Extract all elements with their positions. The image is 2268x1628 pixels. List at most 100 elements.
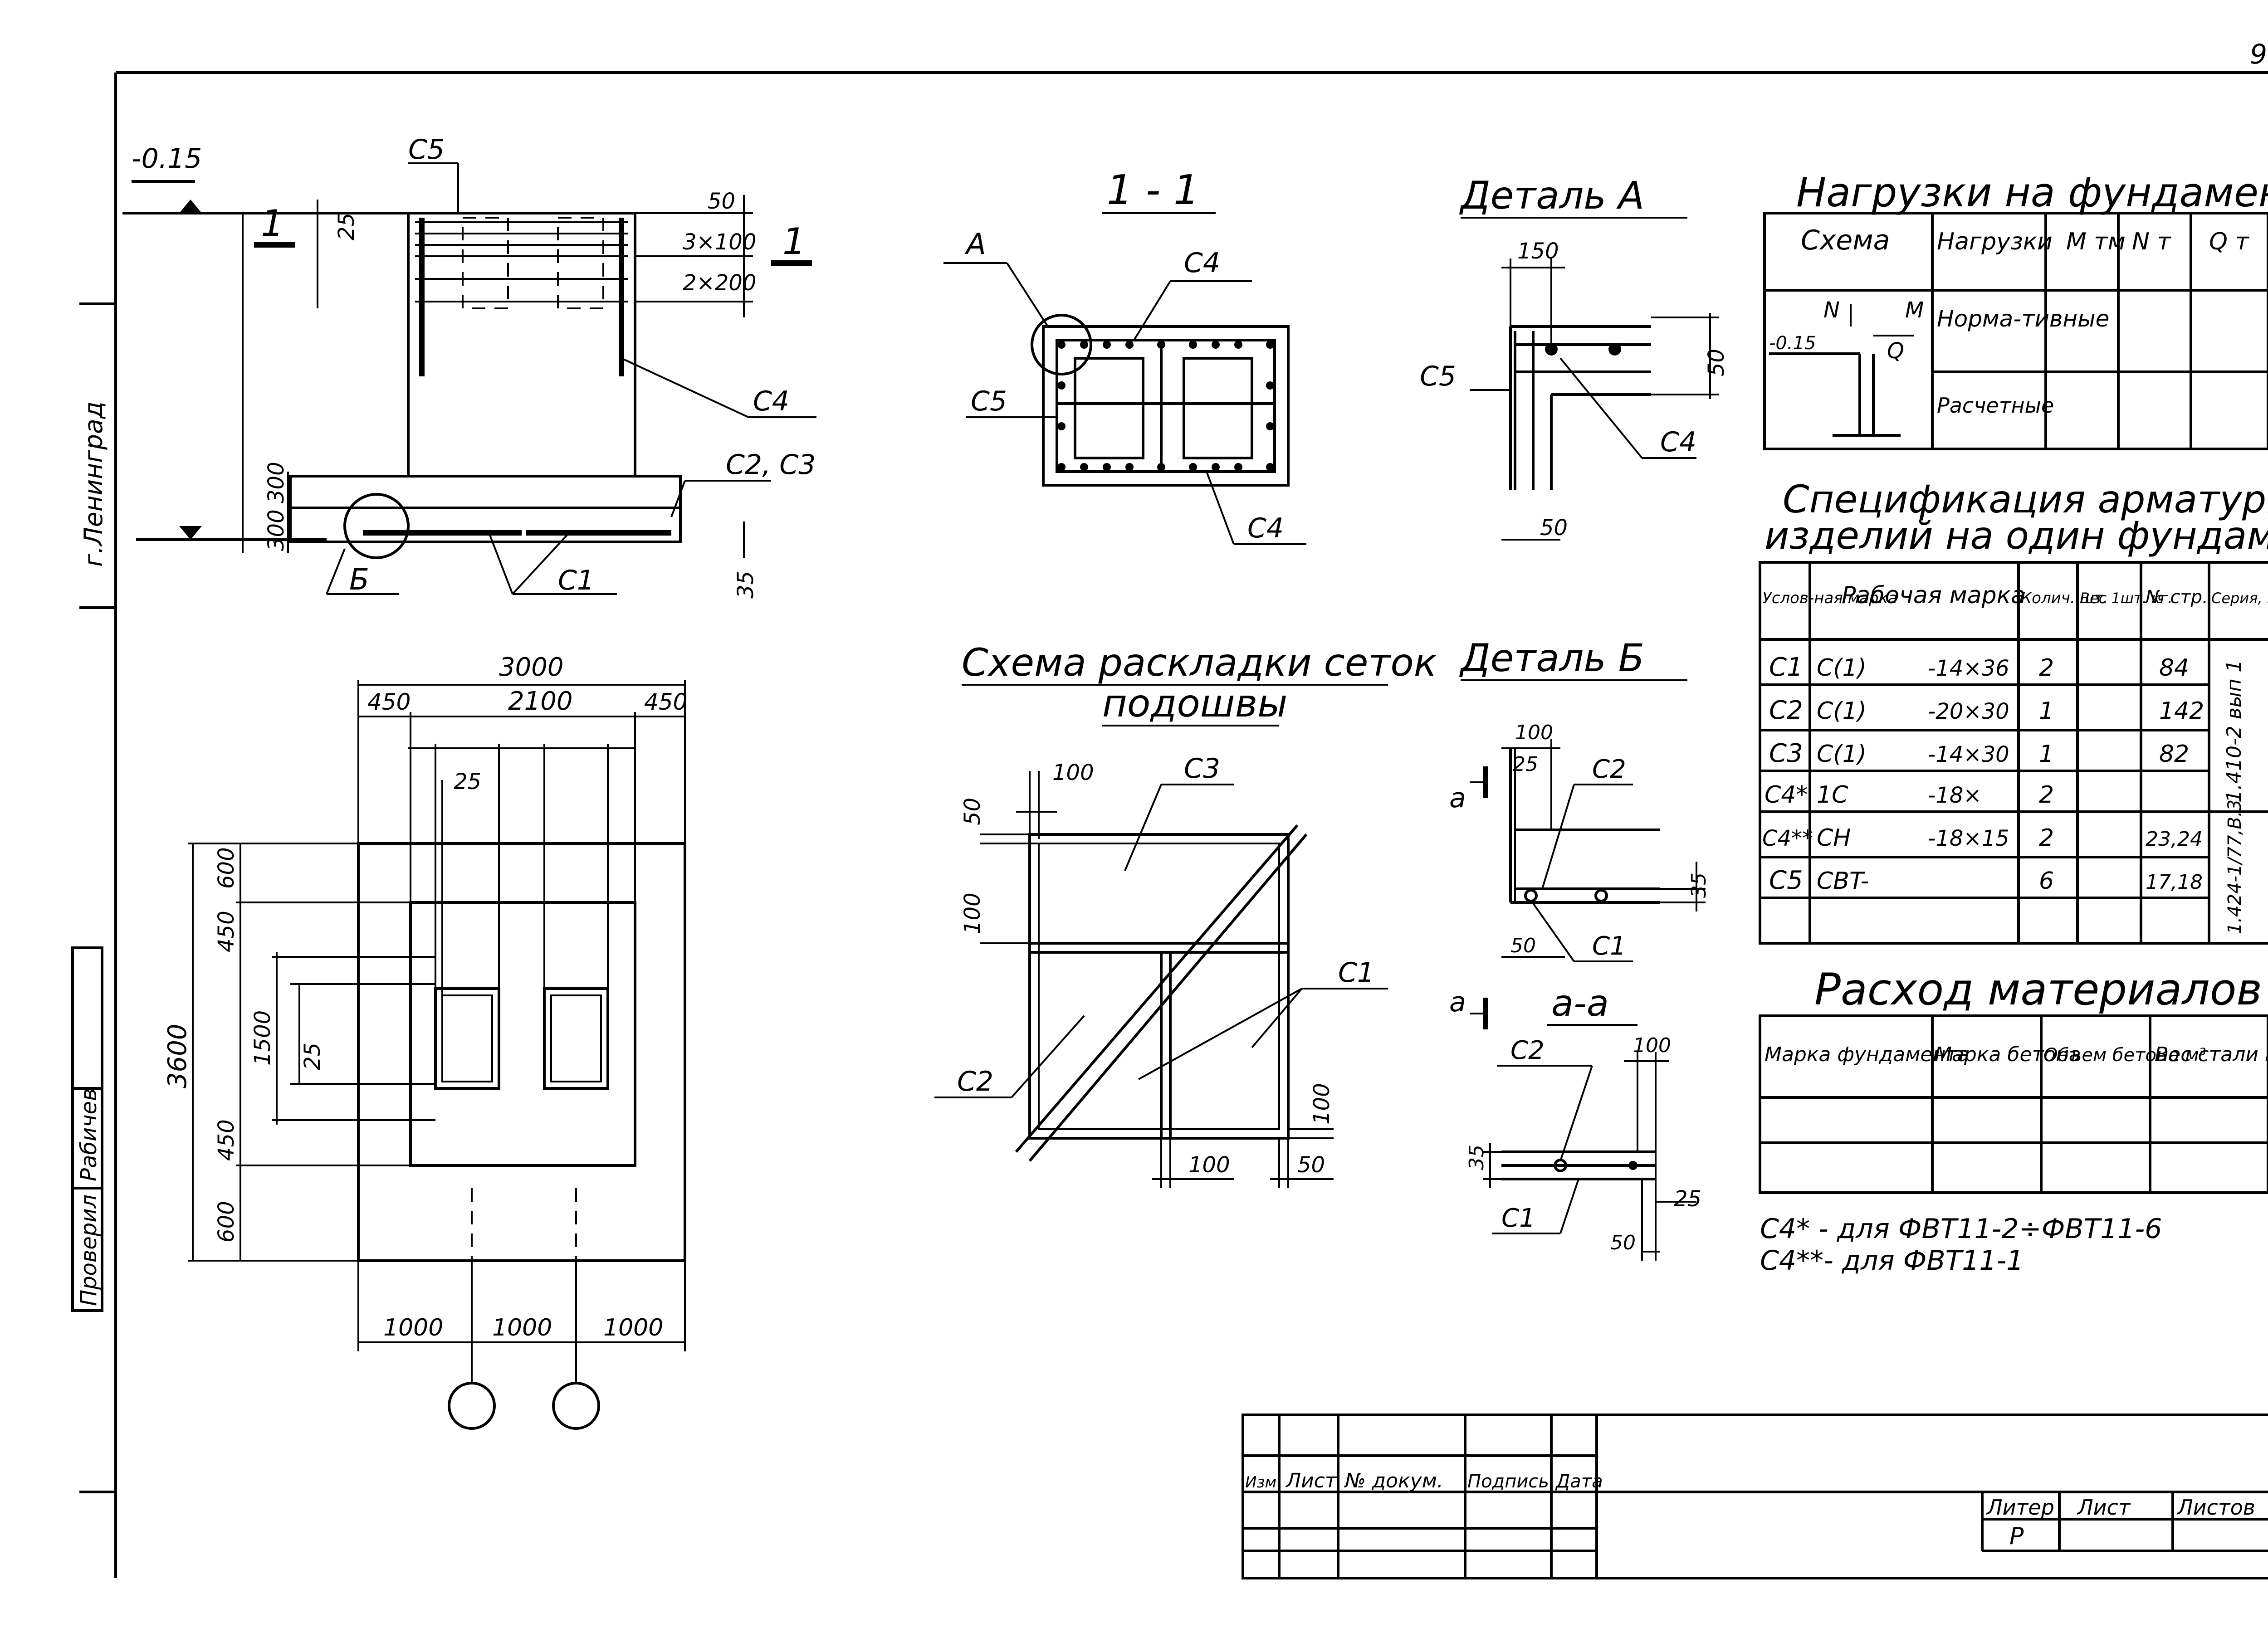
detail-b: Деталь Б а а 100 25 C2 35 50 C1 <box>1449 636 1711 1029</box>
loads-table: Нагрузки на фундамент Схема Нагрузки M т… <box>1763 169 2268 450</box>
plan-dim-1000b: 1000 <box>492 1314 552 1341</box>
section-a-a-dim-35: 35 <box>1465 1145 1488 1170</box>
spec-table: Спецификация арматурных изделий на один … <box>1759 477 2268 945</box>
plan-dim-600b: 600 <box>214 1201 239 1243</box>
detail-b-dim-35: 35 <box>1687 872 1711 898</box>
front-detail-b-label: Б <box>349 563 369 597</box>
spec-row: C2 C(1) -20×30 1 142 <box>1769 696 2204 725</box>
section-a-a-dim-25: 25 <box>1674 1186 1701 1212</box>
detail-b-dim-50: 50 <box>1510 934 1536 957</box>
mesh-scheme: Схема раскладки сеток подошвы 100 50 100… <box>934 640 1437 1188</box>
plan-dim-1500: 1500 <box>250 1010 275 1066</box>
section-1-1-title: 1 - 1 <box>1107 166 1199 214</box>
spec-header-qty: Колич. шт. <box>2021 589 2108 607</box>
plan-dim-3600: 3600 <box>163 1024 192 1088</box>
plan-dim-2100: 2100 <box>508 687 573 716</box>
spec-header-series: Серия, выпуск <box>2211 590 2268 607</box>
loads-row-design: Расчетные <box>1937 393 2054 418</box>
spec-title-1: Спецификация арматурных <box>1783 477 2268 522</box>
spec-cell-mark: C1 <box>1769 653 1803 682</box>
loads-schema-q: Q <box>1887 338 1904 364</box>
spec-cell-qty: 6 <box>2039 868 2054 895</box>
spec-cell-size: -20×30 <box>1928 699 2009 724</box>
mesh-dim-100c: 100 <box>1188 1152 1230 1178</box>
sheet-frame: 98 <box>114 39 2268 1578</box>
section-detail-a: А <box>964 228 986 261</box>
detail-a-dim-150: 150 <box>1517 239 1559 264</box>
tb-col-izm: Изм <box>1245 1473 1276 1492</box>
section-mark-left: 1 <box>261 202 284 244</box>
front-c1-label: C1 <box>558 565 594 596</box>
materials-header-steel: Вес стали кг <box>2155 1043 2268 1066</box>
front-dim-300a: 300 <box>264 462 289 503</box>
tb-col-doc: № докум. <box>1344 1469 1443 1492</box>
spec-cell-mark: C3 <box>1769 739 1803 768</box>
side-name: Рабичев <box>76 1088 102 1181</box>
spec-cell-work: C(1) <box>1817 654 1867 682</box>
detail-b-dim-25: 25 <box>1513 753 1538 776</box>
materials-header-foundation: Марка фундамента <box>1765 1043 1970 1066</box>
front-dim-2x200: 2×200 <box>683 270 756 296</box>
spec-row: C5 CBT- 6 17,18 <box>1769 866 2203 895</box>
spec-cell-qty: 2 <box>2039 824 2054 852</box>
spec-cell-work: C(1) <box>1817 697 1867 725</box>
tb-list: Лист <box>2077 1495 2131 1520</box>
front-c2c3-label: C2, C3 <box>726 449 816 481</box>
tb-listov: Листов <box>2176 1495 2255 1520</box>
mesh-c2: C2 <box>957 1066 993 1097</box>
mesh-dim-100a: 100 <box>1052 760 1094 785</box>
section-a-a: а-а C2 100 35 25 C1 50 <box>1465 982 1701 1261</box>
page-number: 98 <box>2250 39 2268 70</box>
spec-header-page: № стр. <box>2145 587 2208 608</box>
section-mark-right: 1 <box>782 220 806 263</box>
loads-header-loads: Нагрузки <box>1937 228 2053 255</box>
spec-cell-size: -18×15 <box>1928 826 2009 851</box>
front-dim-300b: 300 <box>264 509 289 551</box>
spec-title-2: изделий на один фундамент <box>1765 513 2268 558</box>
spec-series-2: 1.424-1/77,B.3 <box>2224 799 2245 934</box>
spec-cell-size: -14×30 <box>1928 742 2009 767</box>
front-dim-50: 50 <box>708 189 735 214</box>
mesh-dim-100d: 100 <box>1309 1083 1334 1125</box>
detail-b-c2: C2 <box>1592 755 1626 784</box>
detail-a-c4: C4 <box>1660 426 1696 458</box>
materials-header-concrete: Марка бетона <box>1935 1043 2081 1066</box>
detail-b-dim-100: 100 <box>1515 721 1553 744</box>
side-city: г.Ленинград <box>79 401 108 567</box>
notes: C4* - для ФВТ11-2÷ФВТ11-6 C4**- для ФВТ1… <box>1760 1213 2162 1277</box>
spec-row: C4* 1C -18× 2 <box>1765 781 2054 809</box>
section-1-1: 1 - 1 А C4 C5 C4 <box>943 166 1306 545</box>
materials-header-volume: Объем бетона м³ <box>2043 1045 2206 1066</box>
plan-view: 3000 450 2100 450 25 3600 600 450 1500 2… <box>163 653 687 1430</box>
spec-cell-page: 142 <box>2159 697 2204 725</box>
title-block: Изм Лист № докум. Подпись Дата Литер Лис… <box>1242 1414 2268 1579</box>
front-view: -0.15 C5 C4 C2, C3 <box>122 134 816 599</box>
side-checked: Проверил <box>76 1194 102 1306</box>
detail-b-title: Деталь Б <box>1459 636 1644 680</box>
front-dim-25: 25 <box>334 213 359 240</box>
section-a-a-dim-50: 50 <box>1610 1231 1636 1254</box>
section-rebar-dots <box>1057 341 1274 471</box>
section-c4-bottom: C4 <box>1247 512 1284 544</box>
tb-col-sign: Подпись <box>1467 1471 1549 1492</box>
mesh-dim-50a: 50 <box>960 798 985 825</box>
detail-b-a-top: а <box>1449 782 1466 814</box>
note-1: C4* - для ФВТ11-2÷ФВТ11-6 <box>1760 1213 2162 1245</box>
plan-dim-1000c: 1000 <box>603 1314 663 1341</box>
detail-b-a-bottom: а <box>1449 986 1466 1018</box>
spec-cell-mark: C4* <box>1765 781 1808 809</box>
elevation-label: -0.15 <box>132 143 202 175</box>
section-a-a-c1: C1 <box>1501 1204 1535 1233</box>
plan-dim-600a: 600 <box>214 847 239 889</box>
mesh-c1: C1 <box>1338 957 1374 989</box>
tb-col-list: Лист <box>1285 1469 1337 1492</box>
spec-series-1: 1.410-2 вып 1 <box>2223 660 2246 803</box>
spec-cell-work: 1C <box>1817 781 1848 809</box>
detail-a-c5: C5 <box>1420 361 1456 392</box>
plan-dim-450b-v: 450 <box>214 1119 239 1161</box>
front-dim-35: 35 <box>733 571 758 599</box>
loads-row-normative: Норма-тивные <box>1937 306 2109 332</box>
tb-litera: Литер <box>1986 1495 2054 1520</box>
loads-schema-elev: -0.15 <box>1769 333 1816 354</box>
loads-header-q: Q т <box>2209 228 2249 255</box>
